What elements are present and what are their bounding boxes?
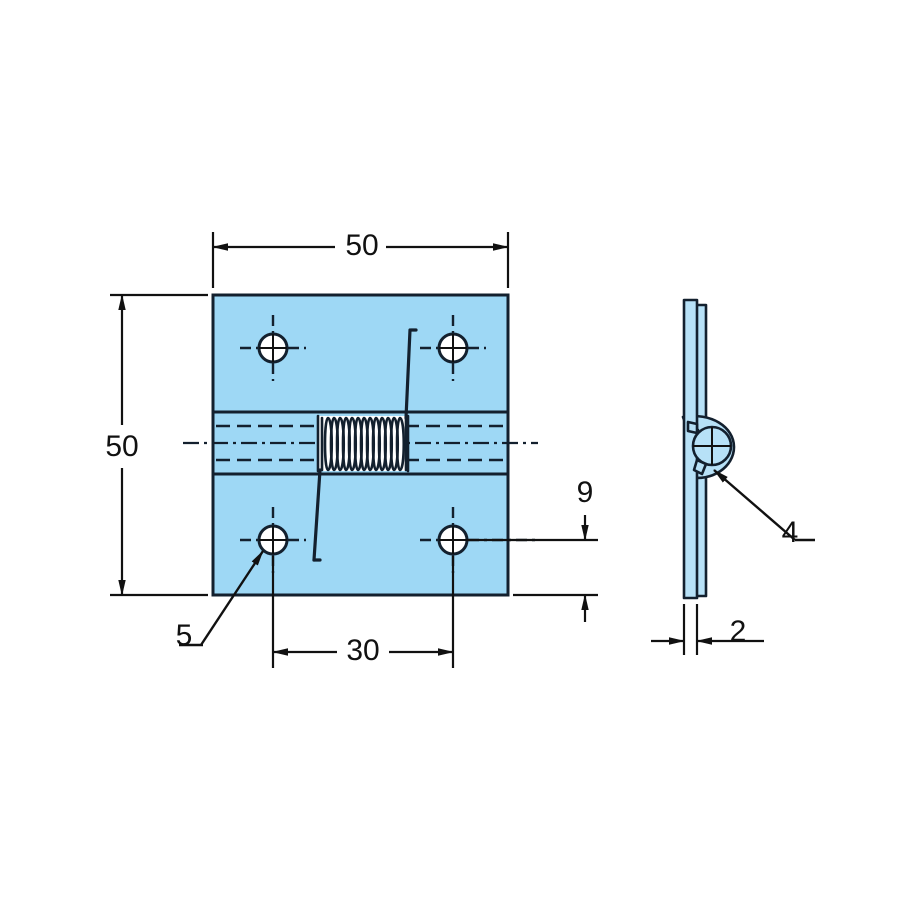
front-view bbox=[183, 293, 538, 597]
dimension-label-edge: 9 bbox=[577, 476, 594, 509]
dimension-pitch-30: 30 bbox=[271, 556, 455, 668]
hole-top-right bbox=[420, 315, 486, 381]
spring-leg-upper bbox=[404, 328, 412, 420]
dimension-label-thickness: 2 bbox=[730, 615, 747, 648]
leader-line bbox=[199, 550, 265, 646]
leader-knuckle-4: 4 bbox=[713, 469, 815, 549]
side-front-leaf bbox=[682, 298, 699, 600]
dimension-label-pitch: 30 bbox=[346, 634, 379, 667]
dimension-width-50: 50 bbox=[211, 229, 510, 288]
side-knuckle-flange-bottom bbox=[692, 458, 708, 476]
dimension-edge-9: 9 bbox=[467, 476, 598, 622]
side-view bbox=[681, 298, 736, 600]
dimension-label-knuckle: 4 bbox=[782, 516, 799, 549]
dimension-label-hole-diameter: 5 bbox=[176, 619, 193, 652]
dimension-label-height: 50 bbox=[105, 430, 138, 463]
hole-bottom-left bbox=[240, 507, 306, 573]
dimension-label-width: 50 bbox=[345, 229, 378, 262]
dimension-height-50: 50 bbox=[105, 293, 208, 597]
leader-line bbox=[713, 469, 796, 541]
dimension-thickness-2: 2 bbox=[651, 604, 764, 655]
hole-top-left bbox=[240, 315, 306, 381]
side-knuckle-flange-top bbox=[686, 420, 699, 435]
spring-coil-group bbox=[320, 416, 408, 472]
spring-leg-lower bbox=[312, 468, 322, 562]
leader-hole-5: 5 bbox=[176, 550, 265, 652]
